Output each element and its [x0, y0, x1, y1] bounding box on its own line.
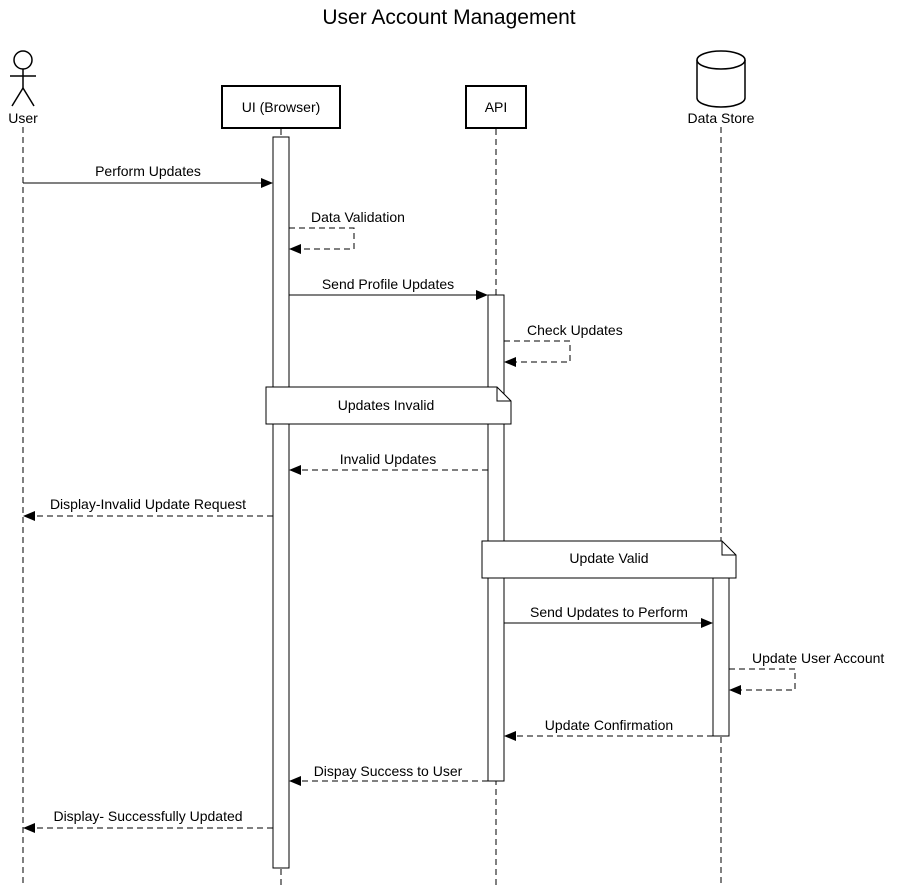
datastore-database-icon [696, 50, 746, 108]
dispay-success-label: Dispay Success to User [314, 763, 463, 779]
invalid-updates-label: Invalid Updates [340, 451, 437, 467]
send-profile-updates-label: Send Profile Updates [322, 276, 454, 292]
check-updates-label: Check Updates [527, 322, 623, 338]
participant-api-box [465, 85, 527, 129]
ui-activation-bar [272, 136, 290, 869]
updates-invalid-note-label: Updates Invalid [338, 397, 435, 413]
diagram-title: User Account Management [322, 6, 575, 29]
update-user-account-label: Update User Account [752, 650, 884, 666]
datastore-activation-bar [712, 576, 730, 737]
data-validation-label: Data Validation [311, 209, 405, 225]
send-updates-to-perform-label: Send Updates to Perform [530, 604, 688, 620]
update-valid-note-label: Update Valid [569, 550, 648, 566]
update-user-account-arrow [729, 668, 796, 695]
participant-user-label: User [8, 110, 38, 126]
updates-invalid-note [265, 386, 512, 425]
check-updates-arrow [504, 340, 571, 367]
display-success-updated-label: Display- Successfully Updated [53, 808, 242, 824]
participant-ui-label: UI (Browser) [242, 99, 321, 115]
participant-ui-box [221, 85, 341, 129]
participant-datastore-label: Data Store [688, 110, 755, 126]
participant-api-label: API [485, 99, 508, 115]
data-validation-arrow [289, 227, 355, 254]
display-invalid-label: Display-Invalid Update Request [50, 496, 246, 512]
perform-updates-label: Perform Updates [95, 163, 201, 179]
update-valid-note [481, 540, 737, 579]
update-confirmation-label: Update Confirmation [545, 717, 673, 733]
api-activation-bar [487, 294, 505, 782]
user-actor-icon [10, 50, 36, 107]
